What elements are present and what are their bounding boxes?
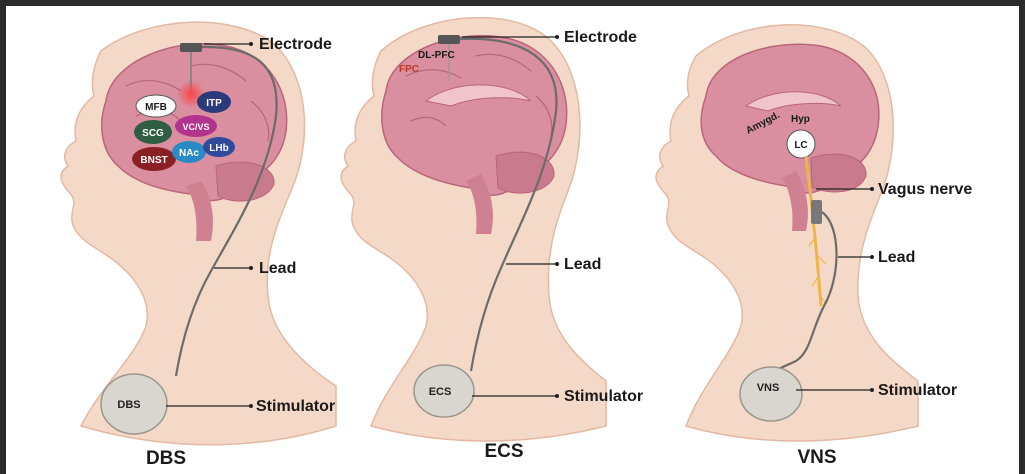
label-stimulator-vns: Stimulator	[878, 382, 957, 399]
target-bnst-label: BNST	[140, 155, 167, 166]
target-nac-label: NAc	[179, 148, 199, 159]
label-lead-ecs: Lead	[564, 256, 601, 273]
target-dlpfc-label: DL-PFC	[418, 50, 455, 61]
device-text-ecs: ECS	[429, 386, 452, 398]
panel-title-ecs: ECS	[484, 441, 523, 462]
label-vagus-nerve: Vagus nerve	[878, 181, 972, 198]
electrode-contact-ecs	[438, 35, 460, 44]
label-lead-vns: Lead	[878, 249, 915, 266]
target-itp-label: ITP	[206, 98, 222, 109]
panel-title-dbs: DBS	[146, 448, 186, 469]
target-mfb-label: MFB	[145, 102, 167, 113]
target-scg-label: SCG	[142, 128, 164, 139]
target-fpc-label: FPC	[399, 64, 419, 75]
cerebellum-vns	[811, 154, 866, 192]
panel-ecs: DL-PFC FPC ECS Electrode Lead Stimulator…	[341, 18, 643, 462]
panel-dbs: MFB ITP SCG VC/VS BNST NAc LHb DBS Elect…	[61, 22, 336, 469]
label-stimulator-ecs: Stimulator	[564, 388, 643, 405]
panel-title-vns: VNS	[797, 447, 836, 468]
vagus-electrode-cuff	[811, 200, 822, 224]
stimulator-device-vns	[740, 367, 802, 421]
target-hyp-label: Hyp	[791, 114, 810, 125]
device-text-dbs: DBS	[117, 399, 140, 411]
label-electrode-ecs: Electrode	[564, 29, 637, 46]
label-electrode-dbs: Electrode	[259, 36, 332, 53]
target-lhb-label: LHb	[209, 143, 228, 154]
panel-vns: Amygd. Hyp LC VNS Vagus nerve Lead Stimu…	[656, 25, 972, 468]
target-lc-label: LC	[794, 140, 807, 151]
electrode-contact-dbs	[180, 43, 202, 52]
label-lead-dbs: Lead	[259, 260, 296, 277]
figure-canvas: MFB ITP SCG VC/VS BNST NAc LHb DBS Elect…	[6, 6, 1019, 474]
target-vcvs-label: VC/VS	[182, 122, 209, 132]
brain-stimulation-diagram: MFB ITP SCG VC/VS BNST NAc LHb DBS Elect…	[6, 6, 1019, 474]
label-stimulator-dbs: Stimulator	[256, 398, 335, 415]
device-text-vns: VNS	[757, 382, 780, 394]
